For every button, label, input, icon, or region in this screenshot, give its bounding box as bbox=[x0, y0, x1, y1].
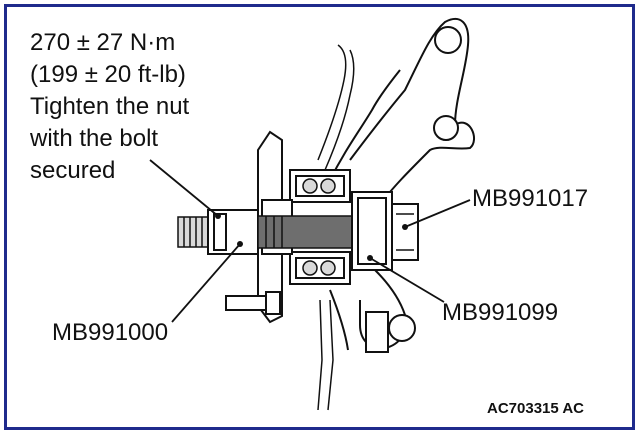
instruction-line-3: secured bbox=[30, 157, 115, 184]
steering-knuckle bbox=[317, 17, 475, 411]
instruction-line-2: with the bolt bbox=[29, 125, 158, 152]
callout-mb991000: MB991000 bbox=[52, 319, 168, 346]
torque-value-nm: 270 ± 27 N·m bbox=[30, 29, 175, 56]
torque-note: 270 ± 27 N·m (199 ± 20 ft-lb) Tighten th… bbox=[29, 29, 190, 184]
callout-mb991099: MB991099 bbox=[442, 299, 558, 326]
special-tool-mb991000 bbox=[177, 209, 359, 255]
figure-code: AC703315 AC bbox=[487, 400, 584, 417]
hub-bearing bbox=[289, 169, 351, 285]
special-tool-mb991017 bbox=[391, 203, 419, 261]
leader-lines bbox=[149, 159, 471, 323]
torque-value-ftlb: (199 ± 20 ft-lb) bbox=[30, 61, 186, 88]
callout-mb991017: MB991017 bbox=[472, 185, 588, 212]
instruction-line-1: Tighten the nut bbox=[30, 93, 190, 120]
